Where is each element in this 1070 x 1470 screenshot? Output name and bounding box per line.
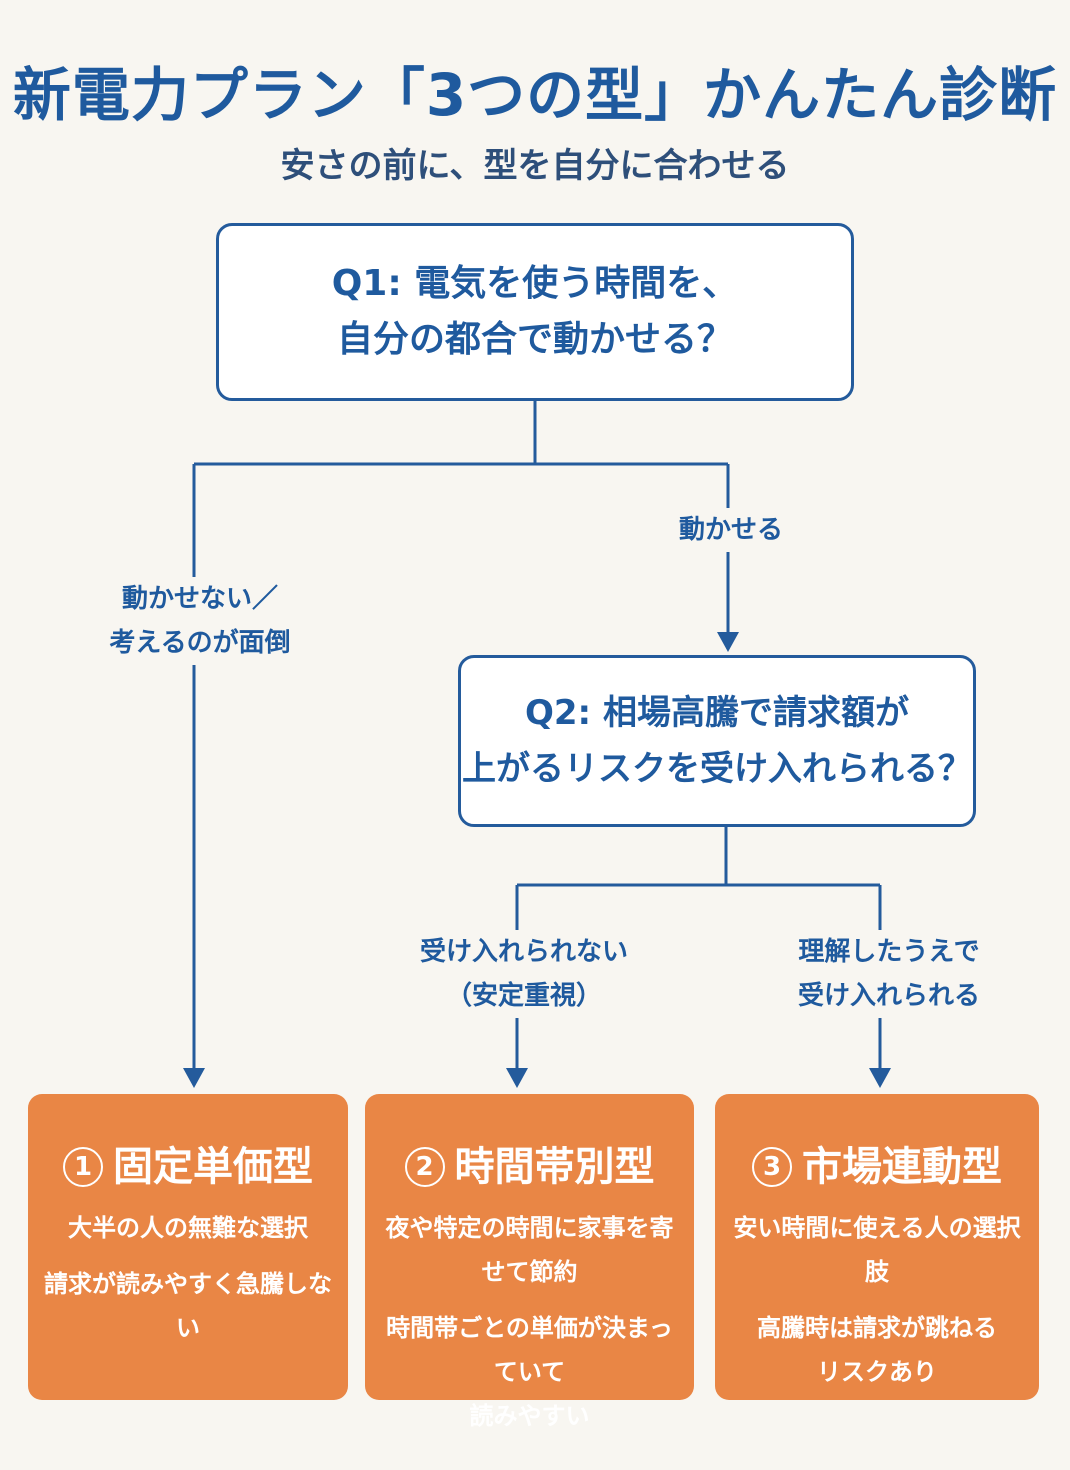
result-card-detail: 時間帯ごとの単価が決まっていて 読みやすい [365,1306,694,1438]
q2-branch-no-line-1: 受け入れられない [419,937,628,967]
result-card-market-linked: 3 市場連動型 安い時間に使える人の選択肢 高騰時は請求が跳ねる リスクあり [715,1094,1039,1400]
question-2-line-2: 上がるリスクを受け入れられる？ [462,749,972,789]
arrow-to-card-2 [506,1068,528,1088]
result-card-detail: 請求が読みやすく急騰しない [28,1262,348,1350]
result-card-description: 安い時間に使える人の選択肢 [733,1214,1021,1286]
question-2-line-1: Q2: 相場高騰で請求額が [525,693,909,733]
number-1-icon: 1 [63,1147,103,1187]
arrow-to-card-1 [183,1068,205,1088]
page-subtitle: 安さの前に、型を自分に合わせる [280,146,790,186]
question-1-line-1: Q1: 電気を使う時間を、 [331,263,739,304]
result-card-name: 固定単価型 [113,1144,313,1190]
number-3-icon: 3 [752,1147,792,1187]
result-card-title: 2 時間帯別型 [365,1134,694,1200]
q1-branch-no-line-2: 考えるのが面倒 [109,628,291,658]
q2-branch-yes-label: 理解したうえで 受け入れられる [785,930,993,1018]
result-card-title: 3 市場連動型 [715,1134,1039,1200]
result-card-detail-line-2: リスクあり [817,1358,937,1386]
question-1-box: Q1: 電気を使う時間を、 自分の都合で動かせる？ [216,223,854,401]
result-card-description: 大半の人の無難な選択 [68,1214,308,1242]
question-1-line-2: 自分の都合で動かせる？ [336,319,733,360]
question-2-box: Q2: 相場高騰で請求額が 上がるリスクを受け入れられる？ [458,655,976,827]
result-card-name: 時間帯別型 [454,1144,655,1190]
result-card-name: 市場連動型 [802,1144,1002,1190]
arrow-to-card-3 [869,1068,891,1088]
result-card-description: 夜や特定の時間に家事を寄せて節約 [385,1214,674,1286]
number-2-icon: 2 [404,1147,445,1187]
page-title: 新電力プラン「3つの型」かんたん診断 [12,61,1058,129]
q2-branch-no-label: 受け入れられない （安定重視） [405,930,643,1018]
q1-branch-yes-text: 動かせる [678,515,783,545]
q1-branch-no-line-1: 動かせない／ [121,584,278,614]
result-card-detail-line-1: 時間帯ごとの単価が決まっていて [386,1314,673,1386]
q2-branch-no-line-2: （安定重視） [445,981,602,1011]
q2-branch-yes-line-2: 受け入れられる [797,981,980,1011]
q1-branch-yes-label: 動かせる [662,508,800,552]
result-card-time-of-use: 2 時間帯別型 夜や特定の時間に家事を寄せて節約 時間帯ごとの単価が決まっていて… [365,1094,694,1430]
result-card-title: 1 固定単価型 [28,1134,348,1200]
result-card-detail-line-1: 高騰時は請求が跳ねる [757,1314,997,1342]
q1-branch-no-label: 動かせない／ 考えるのが面倒 [86,577,314,665]
result-card-detail: 高騰時は請求が跳ねる リスクあり [715,1306,1039,1394]
q2-branch-yes-line-1: 理解したうえで [798,937,980,967]
result-card-fixed-price: 1 固定単価型 大半の人の無難な選択 請求が読みやすく急騰しない [28,1094,348,1400]
result-card-detail-line-1: 請求が読みやすく急騰しない [44,1270,332,1342]
result-card-detail-line-2: 読みやすい [469,1402,590,1430]
arrow-to-q2 [717,632,739,652]
